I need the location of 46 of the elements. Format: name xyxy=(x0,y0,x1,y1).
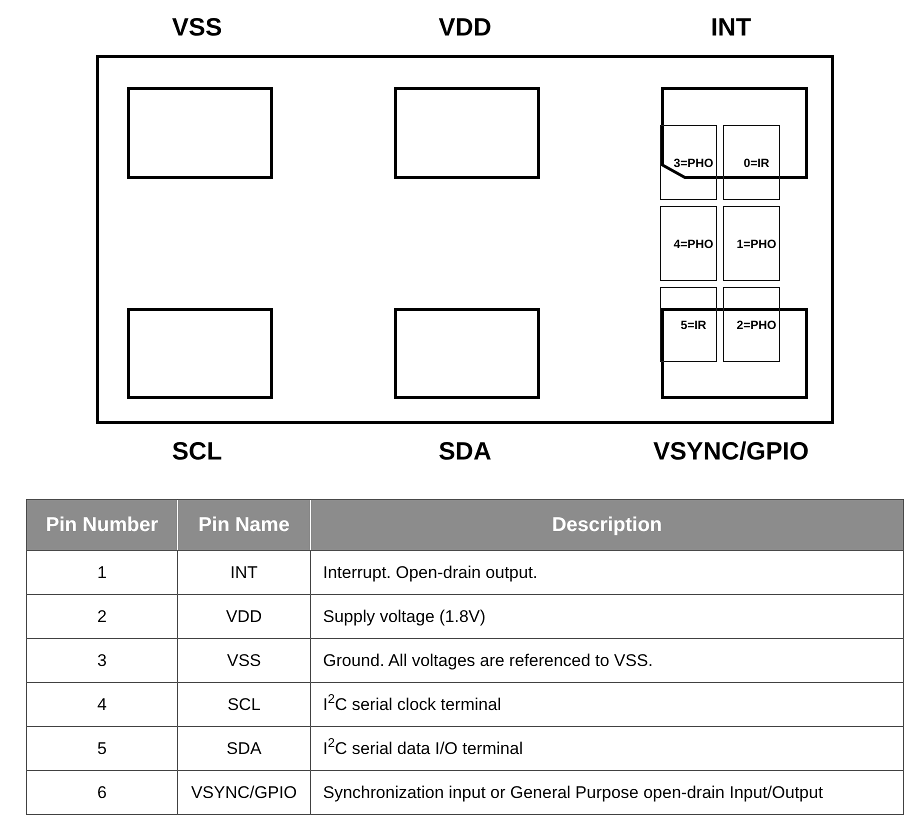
photodiode-label: 1=PHO xyxy=(736,236,776,252)
package-outline xyxy=(96,55,834,424)
photodiode-label: 0=IR xyxy=(744,154,770,172)
photodiode-label: 2=PHO xyxy=(736,316,776,334)
photodiode-label: 4=PHO xyxy=(674,236,714,252)
photodiode-cell xyxy=(660,206,717,281)
pin-label: VDD xyxy=(438,16,492,40)
table-cell-text: Ground. All voltages are referenced to VSS. xyxy=(322,650,654,672)
table-cell: SDA xyxy=(178,727,311,770)
table-cell: 4 xyxy=(27,683,178,726)
table-cell-text: Synchronization input or General Purpose open-drain Input/Output xyxy=(322,782,824,804)
table-cell: VDD xyxy=(178,595,311,638)
table-cell: 5 xyxy=(27,727,178,770)
table-cell: VSYNC/GPIO xyxy=(178,771,311,814)
pin-label: VSYNC/GPIO xyxy=(653,440,809,464)
header-cell: Pin Number xyxy=(27,500,178,550)
photodiode-cell xyxy=(723,125,780,200)
table-cell: INT xyxy=(178,551,311,594)
photodiode-cell xyxy=(723,206,780,281)
photodiode-label: 3=PHO xyxy=(674,154,714,172)
bond-pad xyxy=(127,308,273,399)
photodiode-cell xyxy=(660,287,717,362)
bond-pad xyxy=(394,308,540,399)
table-cell: 2 xyxy=(27,595,178,638)
bond-pad xyxy=(661,308,808,399)
pin-label: VSS xyxy=(172,16,222,40)
photodiode-cell xyxy=(723,287,780,362)
bond-pad xyxy=(127,87,273,179)
bond-pad xyxy=(661,87,808,179)
pin-label: SCL xyxy=(172,440,222,464)
header-cell-text: Description xyxy=(550,513,664,538)
table-cell-text: I$^{2}$C serial data I/O terminal xyxy=(322,734,524,760)
pin-label: SDA xyxy=(438,440,492,464)
photodiode-label: 5=IR xyxy=(680,316,706,334)
photodiode-cell xyxy=(660,125,717,200)
bond-pad xyxy=(394,87,540,179)
table-cell-text: Interrupt. Open-drain output. xyxy=(322,562,539,584)
table-cell: 6 xyxy=(27,771,178,814)
header-cell: Pin Name xyxy=(178,500,311,550)
table-cell-text: Supply voltage (1.8V) xyxy=(322,606,487,628)
table-cell-text: I$^{2}$C serial clock terminal xyxy=(322,690,502,716)
pin-label: INT xyxy=(710,16,752,40)
table-cell: SCL xyxy=(178,683,311,726)
table-cell: 1 xyxy=(27,551,178,594)
table-cell: 3 xyxy=(27,639,178,682)
table-cell: VSS xyxy=(178,639,311,682)
